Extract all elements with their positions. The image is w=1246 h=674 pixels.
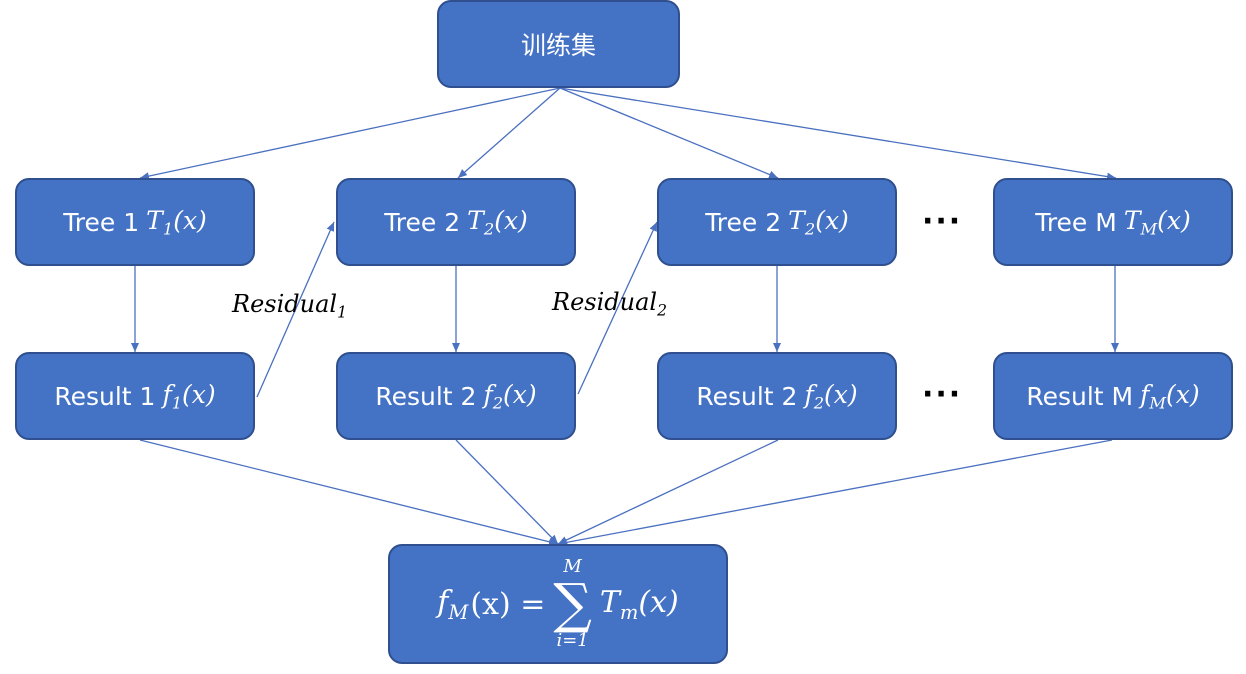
tree-subscript: M <box>1140 219 1158 239</box>
tree-node-label: Tree 1 <box>63 207 140 237</box>
summation-upper-limit: M <box>563 556 582 578</box>
tree-node-m: Tree M TM(x) <box>993 178 1233 266</box>
result-node-1: Result 1 f1(x) <box>15 352 255 440</box>
result-node-m: Result M fM(x) <box>993 352 1233 440</box>
tree-subscript: 2 <box>804 219 816 239</box>
result-node-3: Result 2 f2(x) <box>657 352 897 440</box>
tree-subscript: 1 <box>162 219 174 239</box>
result-subscript: M <box>1149 393 1167 413</box>
formula-term-symbol: T <box>599 584 620 620</box>
tree-node-2: Tree 2 T2(x) <box>336 178 576 266</box>
formula-lhs-subscript: M <box>448 600 469 624</box>
formula-lhs: fM <box>437 585 468 624</box>
summation: M ∑ i=1 <box>553 558 592 649</box>
formula-lhs-argument: (x) = <box>470 586 546 622</box>
residual-subscript: 2 <box>657 301 667 320</box>
tree-symbol: T <box>1123 205 1141 235</box>
sigma-symbol: ∑ <box>553 572 592 636</box>
result-subscript: 1 <box>171 393 183 413</box>
tree-argument: (x) <box>1157 205 1191 235</box>
tree-symbol: T <box>146 205 163 235</box>
tree-symbol: T <box>788 205 805 235</box>
tree-node-label: Tree 2 <box>705 207 782 237</box>
formula-term-subscript: m <box>619 600 639 624</box>
tree-node-3: Tree 2 T2(x) <box>657 178 897 266</box>
result-argument: (x) <box>824 379 858 409</box>
result-argument: (x) <box>503 379 537 409</box>
result-symbol: f <box>804 379 814 409</box>
training-set-label: 训练集 <box>520 31 596 60</box>
tree-node-label: Tree 2 <box>384 207 461 237</box>
arrow-result-1-to-formula <box>139 439 559 546</box>
result-node-label: Result 2 <box>696 381 798 411</box>
arrow-residual-2 <box>577 221 658 395</box>
arrow-root-to-tree-m <box>559 87 1117 181</box>
connector-arrows <box>131 87 1119 547</box>
result-ellipsis: ··· <box>922 377 963 412</box>
formula-term: Tm(x) <box>600 585 679 624</box>
tree-argument: (x) <box>815 205 849 235</box>
tree-ellipsis: ··· <box>922 204 963 239</box>
result-node-label: Result M <box>1026 381 1134 411</box>
tree-argument: (x) <box>494 205 528 235</box>
arrow-result-2-to-formula <box>455 439 559 545</box>
tree-subscript: 2 <box>483 219 495 239</box>
arrow-result-3-to-formula <box>557 439 779 545</box>
tree-node-1: Tree 1 T1(x) <box>15 178 255 266</box>
result-subscript: 2 <box>813 393 825 413</box>
result-node-label: Result 1 <box>54 381 156 411</box>
residual-base: Residual <box>552 288 658 316</box>
result-node-2: Result 2 f2(x) <box>336 352 576 440</box>
residual-label-1: Residual1 <box>232 290 347 321</box>
summation-lower-limit: i=1 <box>556 629 589 651</box>
result-argument: (x) <box>182 379 216 409</box>
formula-lhs-symbol: f <box>437 584 449 620</box>
training-set-node: 训练集 <box>437 0 680 88</box>
tree-argument: (x) <box>173 205 207 235</box>
tree-symbol: T <box>467 205 484 235</box>
arrow-root-to-tree-2 <box>457 87 561 179</box>
result-argument: (x) <box>1166 379 1200 409</box>
residual-label-2: Residual2 <box>552 288 667 319</box>
arrow-result-m-to-formula <box>557 439 1113 547</box>
arrow-root-to-tree-3 <box>559 87 779 179</box>
residual-subscript: 1 <box>337 303 347 322</box>
formula-term-argument: (x) <box>638 584 679 620</box>
arrow-root-to-tree-1 <box>139 87 561 181</box>
arrow-residual-1 <box>256 221 335 398</box>
ensemble-formula-node: fM (x) = M ∑ i=1 Tm(x) <box>388 544 728 664</box>
result-symbol: f <box>162 379 172 409</box>
tree-node-label: Tree M <box>1035 207 1117 237</box>
result-symbol: f <box>1140 379 1150 409</box>
residual-base: Residual <box>232 290 338 318</box>
result-node-label: Result 2 <box>375 381 477 411</box>
result-subscript: 2 <box>492 393 504 413</box>
result-symbol: f <box>483 379 493 409</box>
